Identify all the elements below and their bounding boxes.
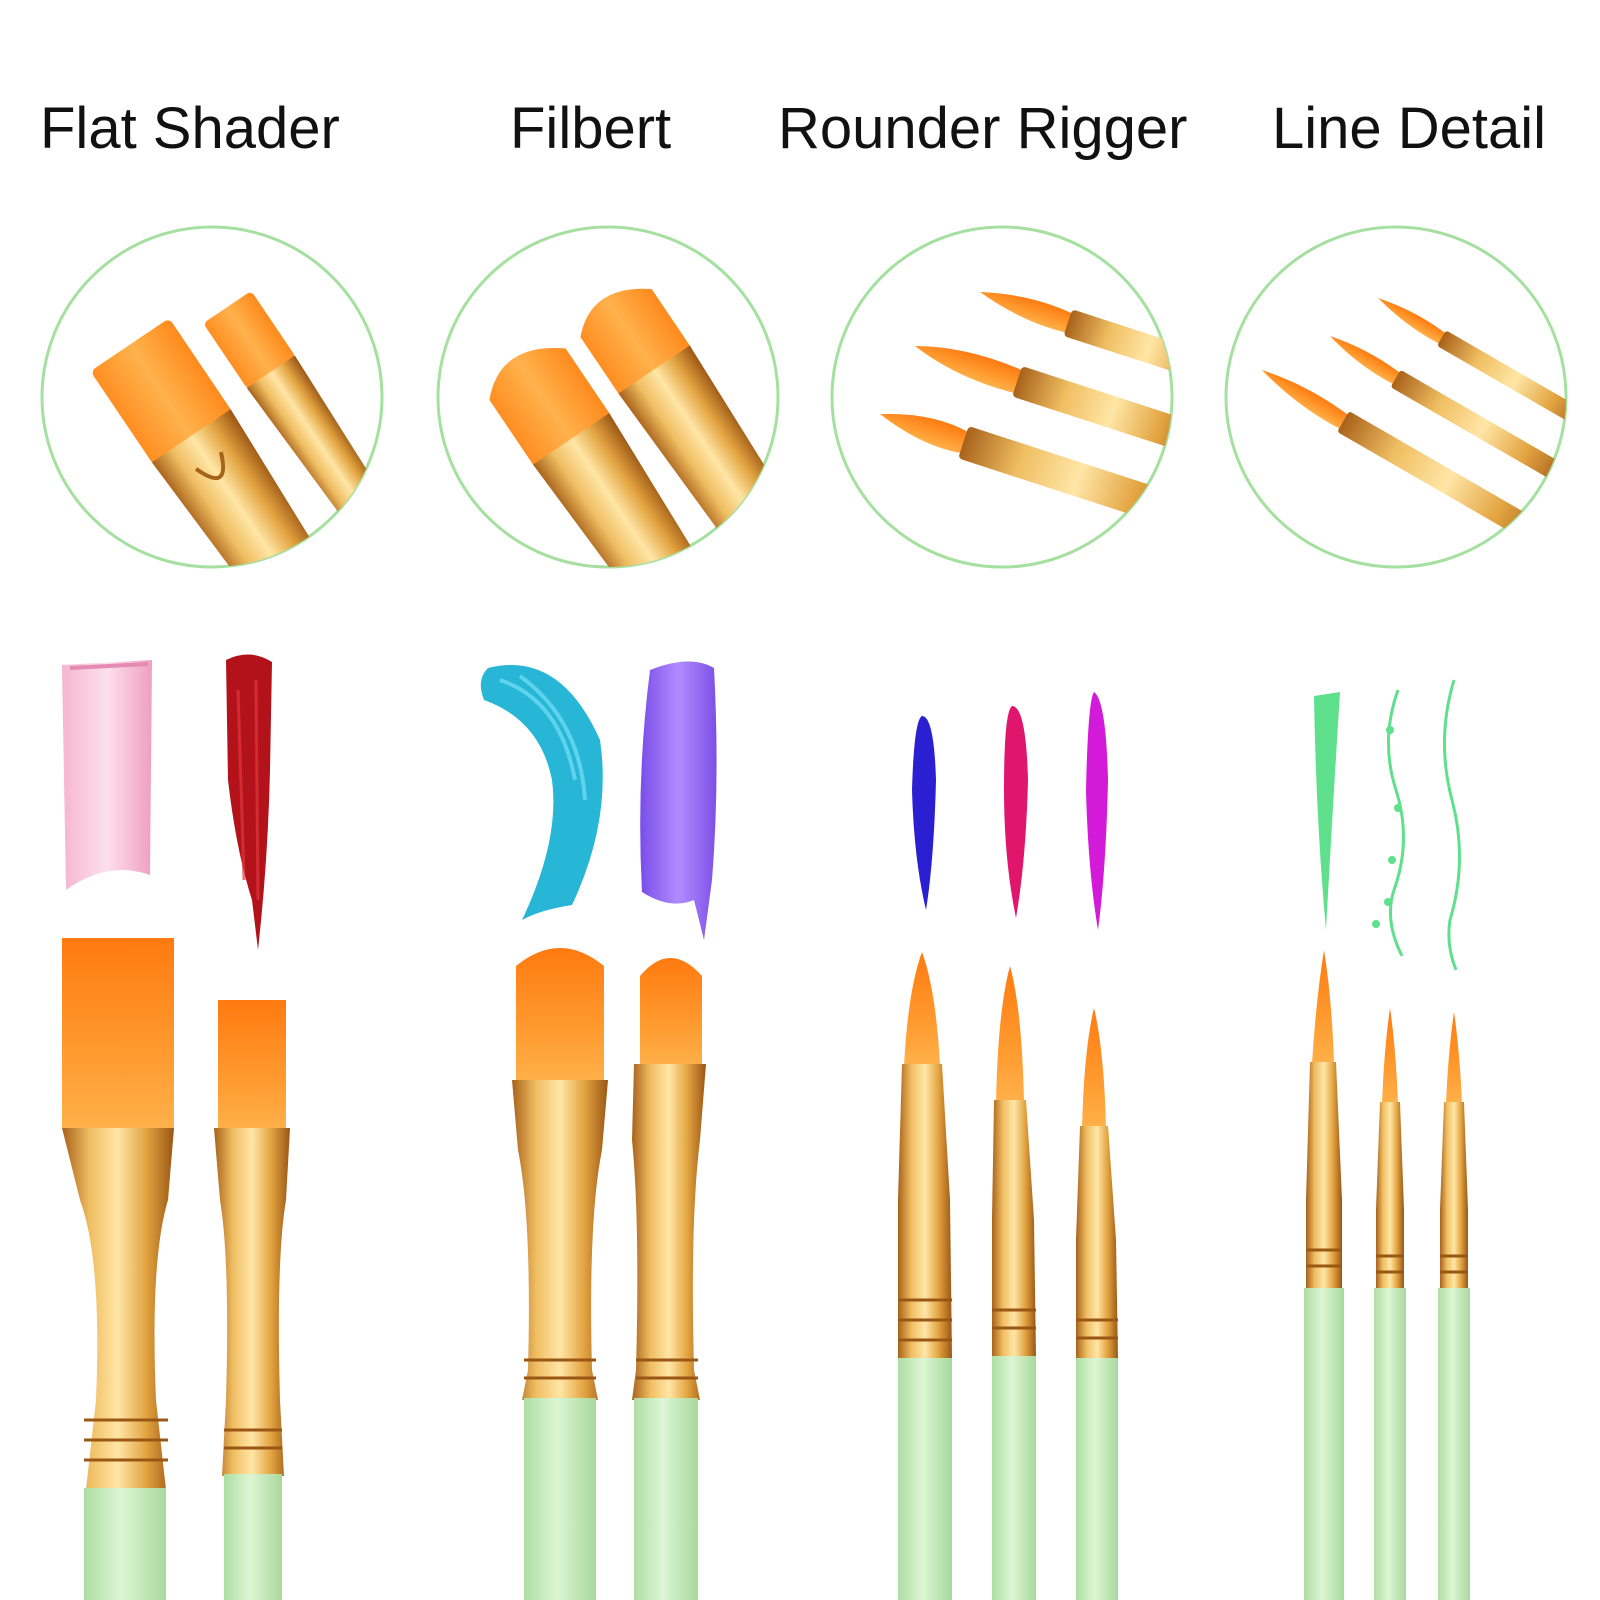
brush-liner-large	[1304, 950, 1344, 1600]
brush-round-small	[1076, 1008, 1118, 1600]
brush-flat-small	[214, 1000, 290, 1600]
brush-round-medium	[992, 966, 1036, 1600]
title-line-detail: Line Detail	[1272, 96, 1547, 161]
stroke-red	[226, 654, 272, 950]
title-rounder-rigger: Rounder Rigger	[778, 96, 1188, 161]
stroke-cyan	[480, 665, 603, 920]
brush-round-large	[898, 952, 952, 1600]
stroke-green	[1314, 679, 1461, 971]
brush-filbert-large	[512, 948, 608, 1600]
brush-liner-medium	[1374, 1008, 1406, 1600]
closeup-filbert	[436, 225, 780, 569]
closeup-rounder-rigger	[830, 225, 1174, 569]
stroke-magenta	[1004, 706, 1028, 918]
brush-filbert-small	[632, 958, 706, 1600]
stroke-violet	[640, 661, 717, 940]
title-filbert: Filbert	[510, 96, 672, 161]
closeup-line-detail	[1224, 225, 1568, 569]
brush-liner-small	[1438, 1012, 1470, 1600]
title-flat-shader: Flat Shader	[40, 96, 340, 161]
stroke-purple	[1086, 692, 1108, 930]
stroke-blue	[912, 716, 936, 910]
brush-flat-large	[62, 938, 174, 1600]
closeup-flat-shader	[40, 225, 384, 569]
stroke-pink	[62, 660, 152, 890]
